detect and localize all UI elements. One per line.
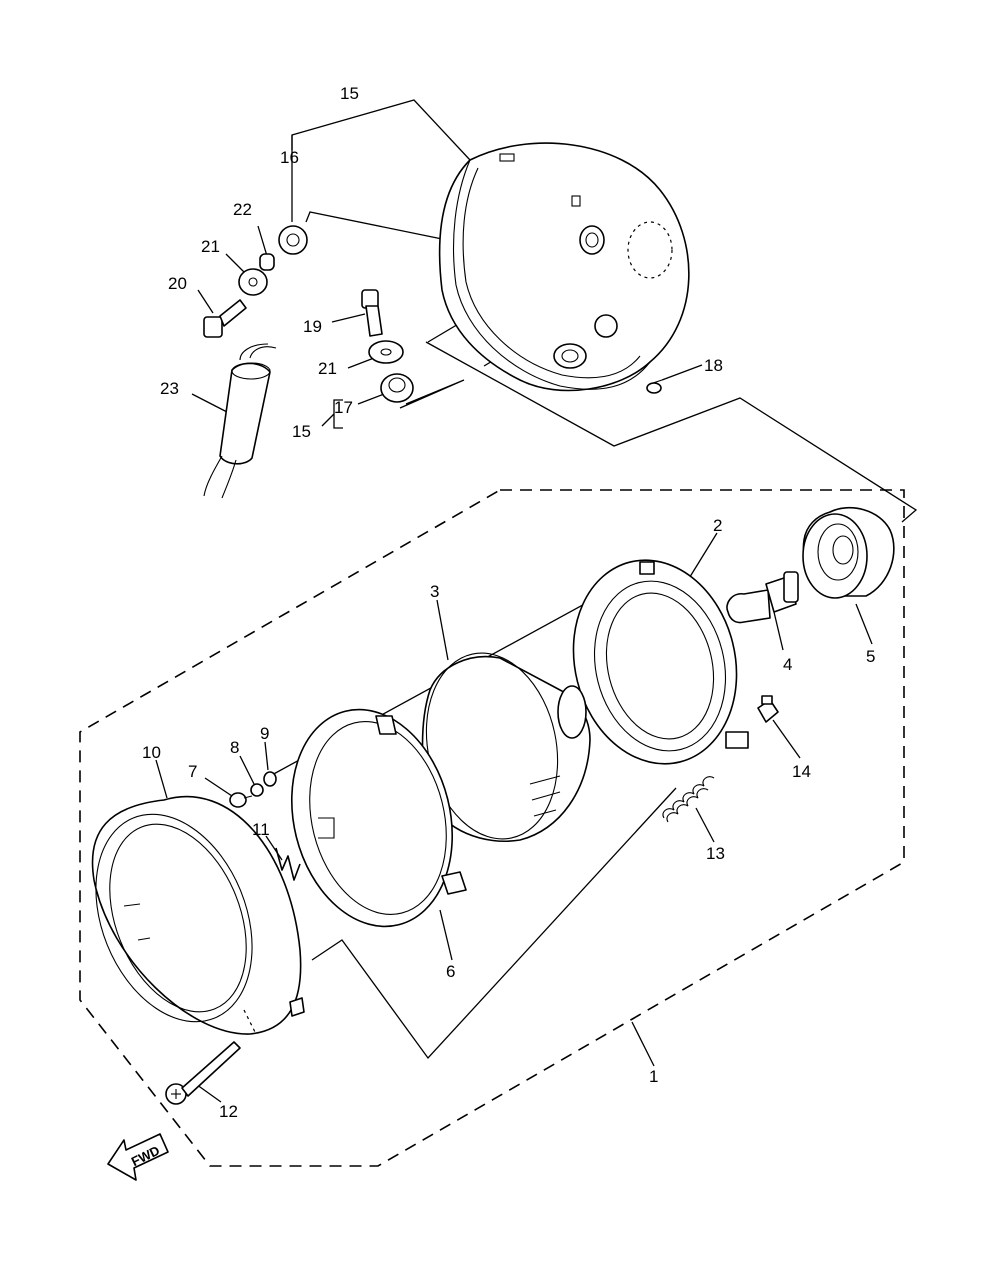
assembly-1-boundary xyxy=(79,489,905,1167)
callout-14: 14 xyxy=(792,762,811,781)
callout-21-upper: 21 xyxy=(201,237,220,256)
adjuster-14 xyxy=(757,695,779,723)
screw-12 xyxy=(165,1041,241,1105)
callout-9: 9 xyxy=(260,724,269,743)
callout-21-lower: 21 xyxy=(318,359,337,378)
fwd-arrow-icon: FWD xyxy=(107,1133,169,1181)
callout-13: 13 xyxy=(706,844,725,863)
callout-20: 20 xyxy=(168,274,187,293)
headlight-bulb-4 xyxy=(726,571,799,624)
rim-6 xyxy=(290,708,467,928)
callout-19: 19 xyxy=(303,317,322,336)
wire-harness-23 xyxy=(203,343,277,499)
spring-washer-9 xyxy=(263,771,277,787)
callout-3: 3 xyxy=(430,582,439,601)
damper-16 xyxy=(278,225,308,255)
callout-11: 11 xyxy=(252,820,270,839)
bolt-20 xyxy=(203,299,247,338)
callout-12: 12 xyxy=(219,1102,238,1121)
callout-23: 23 xyxy=(160,379,179,398)
callout-18: 18 xyxy=(704,356,723,375)
callout-15-housing: 15 xyxy=(340,84,359,103)
callout-10: 10 xyxy=(142,743,161,762)
callout-4: 4 xyxy=(783,655,792,674)
bolt-19 xyxy=(361,289,383,337)
grommet-17 xyxy=(380,373,414,403)
callout-6: 6 xyxy=(446,962,455,981)
headlight-housing xyxy=(438,142,690,392)
callout-1: 1 xyxy=(649,1067,658,1086)
callout-8: 8 xyxy=(230,738,239,757)
screw-18 xyxy=(646,379,663,394)
lens-unit-3 xyxy=(421,652,591,842)
spring-clip-11 xyxy=(275,847,301,881)
callout-15-bracket: 15 xyxy=(292,422,311,441)
callout-16: 16 xyxy=(280,148,299,167)
screw-7 xyxy=(229,792,253,808)
callout-2: 2 xyxy=(713,516,722,535)
callout-7: 7 xyxy=(188,762,197,781)
bezel-10 xyxy=(91,795,305,1035)
washer-21a xyxy=(238,268,268,296)
collar-22 xyxy=(259,253,275,271)
washer-21b xyxy=(368,340,404,364)
washer-8 xyxy=(250,783,264,797)
callout-22: 22 xyxy=(233,200,252,219)
callout-5: 5 xyxy=(866,647,875,666)
callout-labels: 15 16 22 21 20 19 21 23 17 15 18 2 3 4 5… xyxy=(142,84,875,1121)
socket-cover-5 xyxy=(802,506,895,599)
reflector-unit-2 xyxy=(572,559,749,765)
callout-17: 17 xyxy=(334,398,353,417)
adjusting-spring-13 xyxy=(662,776,715,823)
